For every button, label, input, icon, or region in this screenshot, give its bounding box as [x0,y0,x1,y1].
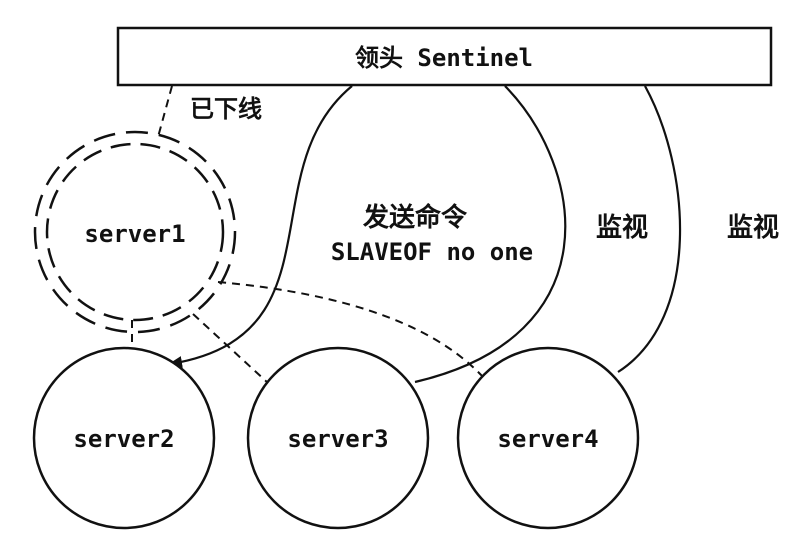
server3-node: server3 [246,346,430,530]
leader-sentinel-box [116,26,773,87]
monitor-label-1: 监视 [596,213,648,243]
leader-sentinel-label: 领头 Sentinel [355,44,533,72]
server4-label: server4 [497,425,598,453]
server1-offline-label: 已下线 [190,95,262,123]
command-arrow [168,85,353,368]
slaveof-command-text: SLAVEOF no one [331,238,533,266]
monitor-line-server4 [617,85,682,373]
server2-node: server2 [32,346,216,530]
leader-to-server1-link [154,85,173,149]
server1-label: server1 [84,220,185,248]
server1-node: server1 [33,130,237,334]
send-command-label: 发送命令 [362,202,468,233]
monitor-label-2: 监视 [727,213,779,243]
server4-node: server4 [456,346,640,530]
server3-label: server3 [287,425,388,453]
server1-to-server3-link [192,313,269,384]
monitor-line-server3 [414,85,567,384]
server2-label: server2 [73,425,174,453]
